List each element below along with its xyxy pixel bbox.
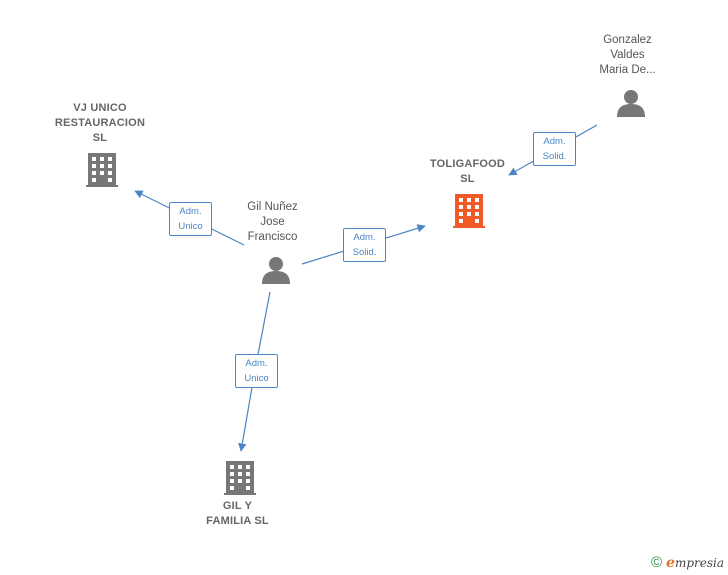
person-label-gil-nunez[interactable]: Gil Nuñez Jose Francisco	[247, 201, 298, 243]
person-label-gonzalez[interactable]: Gonzalez Valdes Maria De...	[599, 34, 656, 76]
brand-logo: © empresia	[651, 554, 724, 571]
building-icon[interactable]	[86, 153, 118, 187]
edge-label-gil-to-toliga: Adm. Solid.	[343, 228, 386, 262]
edge-label-gonzalez-to-toliga: Adm. Solid.	[533, 132, 576, 166]
edge-label-gil-to-vj: Adm. Unico	[169, 202, 212, 236]
building-icon-focus[interactable]	[453, 194, 485, 228]
person-icon[interactable]	[262, 257, 290, 284]
copyright-icon: ©	[650, 554, 663, 571]
edge-label-gil-to-familia: Adm. Unico	[235, 354, 278, 388]
brand-name: empresia	[666, 554, 724, 571]
building-icon[interactable]	[224, 461, 256, 495]
company-label-gil-y-familia[interactable]: GIL Y FAMILIA SL	[206, 500, 269, 527]
company-label-vj-unico[interactable]: VJ UNICO RESTAURACION SL	[54, 102, 146, 144]
person-icon[interactable]	[617, 90, 645, 117]
company-label-toligafood[interactable]: TOLIGAFOOD SL	[429, 158, 506, 185]
